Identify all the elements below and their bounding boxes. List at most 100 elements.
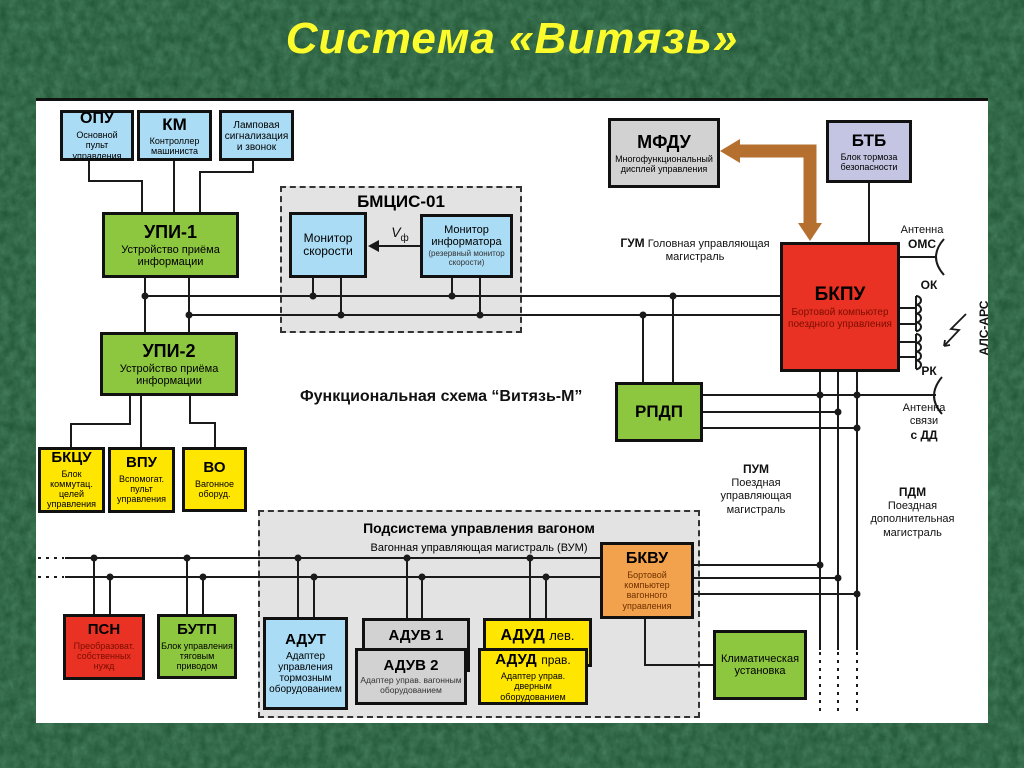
block-title: Монитор информатора [431,223,502,249]
block-vpu: ВПУ Вспомогат. пульт управления [108,447,175,513]
block-vo: ВО Вагонное оборуд. [182,447,247,512]
block-mfdu: МФДУ Многофункциональный дисплей управле… [608,118,720,188]
antenna-oms-abbr: ОМС [908,237,936,252]
block-title: ПСН [87,621,121,639]
vum-bus-label: Вагонная управляющая магистраль (ВУМ) [370,542,588,554]
lightning-icon [943,313,967,347]
vf-arrowhead [368,240,379,252]
antenna-dd-label: Антенна связи с ДД [893,402,955,444]
antenna-dd-word2: связи [909,415,939,428]
block-title: АДУВ 1 [388,626,444,644]
page-title: Система «Витязь» [285,14,739,63]
block-title-suffix: прав. [541,653,571,668]
mfdu-bkpu-arrow [720,139,822,241]
block-klimat: Климатическая установка [713,630,807,700]
block-title: КМ [162,114,187,134]
block-title: УПИ-1 [143,221,198,242]
gum-abbr: ГУМ [620,236,645,250]
als-ars-label: АЛС-АРС [977,300,991,356]
block-informer-monitor: Монитор информатора (резервный монитор с… [420,214,513,278]
block-subtitle: Устройство приёма информации [121,243,220,269]
vf-main: V [391,224,401,240]
block-title: БКВУ [625,550,669,568]
ok-label: ОК [920,278,938,292]
bus-continuation-dashes [38,557,858,715]
antenna-oms-word: Антенна [900,224,944,236]
block-subtitle: Устройство приёма информации [119,362,219,388]
group-subsystem-title: Подсистема управления вагоном [363,520,595,536]
block-subtitle: (резервный монитор скорости) [428,249,505,268]
antenna-oms-label: Антенна ОМС [893,224,951,252]
block-subtitle: Многофункциональный дисплей управления [615,154,713,175]
rk-label: РК [921,364,937,378]
block-aduv2: АДУВ 2 Адаптер управ. вагонным оборудова… [355,648,467,705]
block-title: ВО [203,459,226,477]
block-bkvu: БКВУ Бортовой компьютер вагонного управл… [600,542,694,619]
block-title: ВПУ [126,454,157,472]
block-title: АДУД [495,651,537,669]
block-title-row: АДУД лев. [500,627,574,645]
block-subtitle: Вагонное оборуд. [194,478,235,499]
vf-sub: ф [400,232,409,244]
block-lamp-signal: Ламповая сигнализация и звонок [219,110,294,161]
pum-bus-label: ПУМ Поездная управляющая магистраль [700,462,812,517]
antenna-dd-word1: Антенна [902,402,946,414]
block-subtitle: Основной пульт управления [72,130,122,161]
rk-coil-icon [898,333,922,371]
block-title: АДУВ 2 [383,656,439,674]
pdm-abbr: ПДМ [898,485,927,499]
block-adut: АДУТ Адаптер управления тормозным оборуд… [263,617,348,710]
block-adud-right: АДУД прав. Адаптер управ. дверным оборуд… [478,648,588,705]
vf-signal-label: Vф [382,224,418,245]
gum-bus-label: ГУМ Головная управляющая магистраль [610,236,780,264]
block-title: БТБ [851,130,887,150]
group-bmcis-title: БМЦИС-01 [357,192,445,211]
ok-coil-icon [898,295,922,333]
block-subtitle: Преобразоват. собственных нужд [73,641,135,672]
junction-dots [90,292,861,598]
block-bkcu: БКЦУ Блок коммутац. целей управления [38,447,105,513]
block-subtitle: Адаптер управ. дверным оборудованием [500,671,566,702]
block-bkpu: БКПУ Бортовой компьютер поездного управл… [780,242,900,372]
block-title: УПИ-2 [142,340,196,361]
pum-abbr: ПУМ [742,462,770,476]
block-subtitle: Бортовой компьютер поездного управления [788,307,892,330]
pdm-bus-label: ПДМ Поездная дополнительная магистраль [855,485,970,540]
block-title: БУТП [177,620,217,638]
block-opu: ОПУ Основной пульт управления [60,110,134,161]
block-subtitle: Адаптер управления тормозным оборудовани… [269,650,342,696]
gum-text: Головная управляющая магистраль [647,238,770,264]
block-title-suffix: лев. [549,627,575,643]
diagram-caption: Функциональная схема “Витязь-М” [300,388,583,405]
block-title: Монитор скорости [303,230,353,258]
block-subtitle: Бортовой компьютер вагонного управления [622,570,672,611]
pum-text: Поездная управляющая магистраль [720,477,792,516]
block-title: АДУД [500,626,545,644]
block-upi2: УПИ-2 Устройство приёма информации [100,332,238,396]
block-btb: БТБ Блок тормоза безопасности [826,120,912,183]
block-butp: БУТП Блок управления тяговым приводом [157,614,237,679]
block-subtitle: Блок тормоза безопасности [840,151,898,173]
block-km: КМ Контроллер машиниста [137,110,212,161]
block-subtitle: Вспомогат. пульт управления [116,474,167,505]
block-title-row: АДУД прав. [495,651,571,669]
block-title: МФДУ [637,131,691,152]
block-title: БКПУ [814,284,866,306]
block-speed-monitor: Монитор скорости [289,212,367,278]
antenna-oms-icon [935,238,945,276]
block-subtitle: Ламповая сигнализация и звонок [224,119,289,154]
block-title: БКЦУ [51,449,92,467]
block-subtitle: Контроллер машиниста [149,135,200,157]
block-title: ОПУ [80,110,114,128]
pdm-text: Поездная дополнительная магистраль [870,500,955,539]
block-psn: ПСН Преобразоват. собственных нужд [63,614,145,680]
block-subtitle: Блок управления тяговым приводом [161,640,233,671]
antenna-dd-icon [933,376,943,415]
block-subtitle: Адаптер управ. вагонным оборудованием [360,675,462,695]
block-title: Климатическая установка [720,652,800,677]
block-title: РПДП [635,402,683,422]
antenna-dd-word3: с ДД [910,428,938,443]
block-upi1: УПИ-1 Устройство приёма информации [102,212,239,278]
